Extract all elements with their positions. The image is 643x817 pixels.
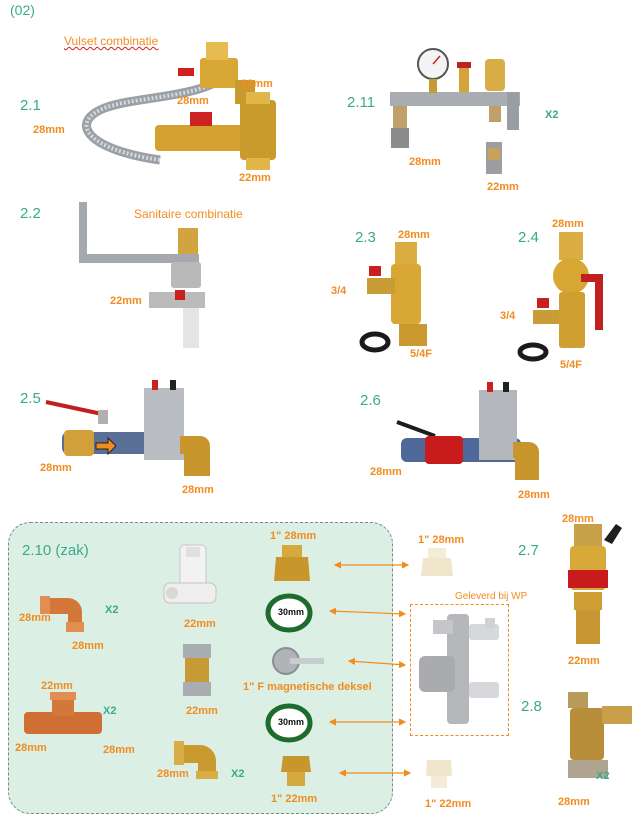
copper-elbow-image [40, 596, 84, 632]
coupling-image [183, 644, 211, 696]
dim-label: 22mm [239, 172, 271, 184]
dim-label: 28mm [398, 229, 430, 241]
dim-label: 5/4F [560, 359, 583, 371]
dim-label: 3/4 [331, 285, 347, 297]
dim-label: 22mm [241, 78, 273, 90]
ring-size-label: 30mm [278, 717, 305, 727]
combination-valve-2-4-image [517, 232, 603, 362]
section-code-2-7: 2.7 [518, 542, 539, 559]
dim-label: 28mm [103, 744, 135, 756]
ring-size-label: 30mm [278, 607, 305, 617]
dim-label: 28mm [15, 742, 47, 754]
copper-tee-image [24, 692, 102, 734]
dim-label: 22mm [110, 295, 142, 307]
section-title-vulset: Vulset combinatie [64, 34, 159, 48]
dim-label: 28mm [177, 95, 209, 107]
dim-label: 1" 28mm [270, 530, 317, 542]
quantity-label: X2 [545, 109, 559, 121]
dim-label: 22mm [186, 705, 218, 717]
dim-label: 28mm [182, 484, 214, 496]
dim-label: 22mm [41, 680, 73, 692]
section-code-2-5: 2.5 [20, 390, 41, 407]
quantity-label: X2 [231, 768, 245, 780]
brass-adapter-22-image [281, 756, 311, 786]
dim-label: 28mm [409, 156, 441, 168]
ball-valve-dirt-separator-2-6-image [396, 382, 539, 480]
combination-valve-2-3-image [359, 242, 427, 353]
section-code-2-2: 2.2 [20, 205, 41, 222]
dim-label: 22mm [184, 618, 216, 630]
brass-adapter-28-image [274, 545, 310, 581]
plastic-cap-top-image [421, 548, 453, 576]
section-code-2-10: 2.10 (zak) [22, 542, 89, 559]
plastic-cap-bottom-image [426, 760, 452, 788]
dim-label: 28mm [562, 513, 594, 525]
safety-valve-2-7-image [568, 524, 622, 644]
dim-label: 28mm [33, 124, 65, 136]
dim-label: 22mm [487, 181, 519, 193]
dim-label: 22mm [568, 655, 600, 667]
section-code-2-1: 2.1 [20, 97, 41, 114]
delivered-with-heatpump-box [410, 604, 509, 736]
dim-label: 28mm [552, 218, 584, 230]
magnetic-cap-image [272, 647, 324, 675]
section-code-2-8: 2.8 [521, 698, 542, 715]
section-code-2-11: 2.11 [347, 94, 376, 111]
manifold-bracket-image [390, 48, 520, 174]
sanitary-combination-image [79, 202, 205, 348]
dim-label: 28mm [19, 612, 51, 624]
quantity-label: X2 [105, 604, 119, 616]
ball-valve-dirt-separator-2-5-image [45, 380, 210, 476]
dim-label: 1" 22mm [425, 798, 472, 810]
section-code-2-6: 2.6 [360, 392, 381, 409]
dim-label: 28mm [518, 489, 550, 501]
dim-label: 1" 28mm [418, 534, 465, 546]
section-code-2-3: 2.3 [355, 229, 376, 246]
quantity-label: X2 [596, 770, 610, 782]
dim-label: 28mm [40, 462, 72, 474]
magnetic-cap-label: 1" F magnetische deksel [243, 681, 372, 693]
tee-fitting-2-8-image [568, 692, 632, 778]
dim-label: 3/4 [500, 310, 516, 322]
o-ring-top-image [265, 593, 313, 633]
dim-label: 1" 22mm [271, 793, 318, 805]
brass-elbow-image [174, 741, 218, 779]
heatpump-valve-group-image [419, 614, 499, 724]
quantity-label: X2 [103, 705, 117, 717]
dim-label: 28mm [370, 466, 402, 478]
white-valve-image [163, 544, 217, 604]
delivered-with-label: Geleverd bij WP [455, 591, 528, 602]
dim-label: 5/4F [410, 348, 433, 360]
section-code-2-4: 2.4 [518, 229, 539, 246]
o-ring-bottom-image [265, 703, 313, 743]
page-number: (02) [10, 2, 35, 18]
dim-label: 28mm [72, 640, 104, 652]
dim-label: 28mm [558, 796, 590, 808]
dim-label: 28mm [157, 768, 189, 780]
vulset-combination-image [82, 42, 276, 170]
section-title-sanitaire: Sanitaire combinatie [134, 207, 243, 221]
